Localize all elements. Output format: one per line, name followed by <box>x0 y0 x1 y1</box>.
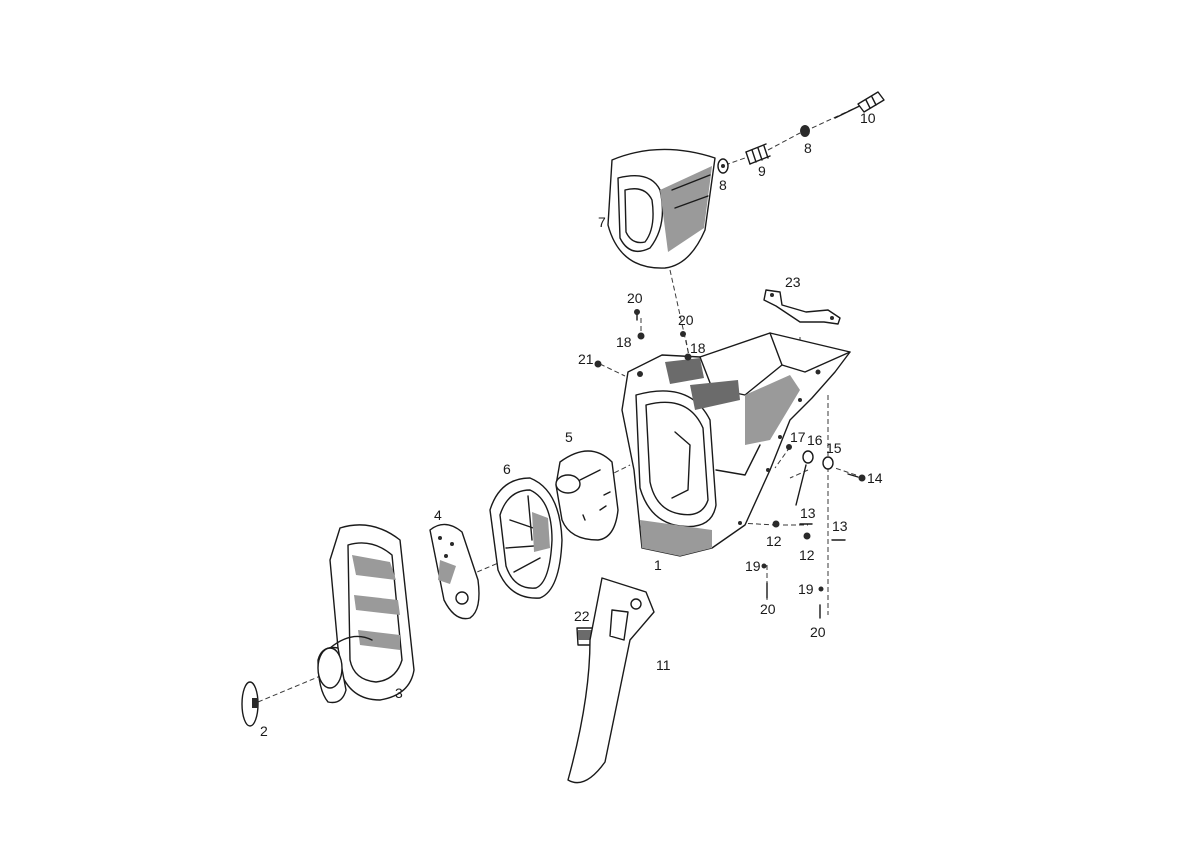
back-plate <box>429 523 480 620</box>
callout-8b: 8 <box>804 140 812 156</box>
callout-16: 16 <box>807 432 823 448</box>
callout-19b: 19 <box>798 581 814 597</box>
mounting-bracket <box>763 289 841 325</box>
callout-2: 2 <box>260 723 268 739</box>
callout-21: 21 <box>578 351 594 367</box>
callout-23: 23 <box>785 274 801 290</box>
callout-18b: 18 <box>690 340 706 356</box>
intake-hood <box>607 148 716 269</box>
impeller <box>489 477 563 599</box>
callout-12b: 12 <box>799 547 815 563</box>
callout-13b: 13 <box>832 518 848 534</box>
callout-17: 17 <box>790 429 806 445</box>
callout-20c: 20 <box>760 601 776 617</box>
blower-housing <box>621 332 851 557</box>
outlet-elbow <box>317 524 415 704</box>
side-fasteners <box>761 444 866 619</box>
discharge-chute <box>567 577 655 784</box>
callout-22: 22 <box>574 608 590 624</box>
callout-13a: 13 <box>800 505 816 521</box>
callout-3: 3 <box>395 685 403 701</box>
callout-20d: 20 <box>810 624 826 640</box>
impeller-cover <box>555 450 619 541</box>
callout-9: 9 <box>758 163 766 179</box>
spring-assembly <box>717 91 885 174</box>
callout-18a: 18 <box>616 334 632 350</box>
callout-8a: 8 <box>719 177 727 193</box>
callout-7: 7 <box>598 214 606 230</box>
callout-10: 10 <box>860 110 876 126</box>
callout-12a: 12 <box>766 533 782 549</box>
callout-11: 11 <box>656 657 671 673</box>
callout-19a: 19 <box>745 558 761 574</box>
upper-fasteners <box>594 309 692 368</box>
clamp-ring <box>241 681 259 727</box>
callout-14: 14 <box>867 470 883 486</box>
callout-6: 6 <box>503 461 511 477</box>
callout-20a: 20 <box>627 290 643 306</box>
callout-labels: 1 2 3 4 5 6 7 8 8 9 10 11 12 12 13 13 14… <box>260 110 883 739</box>
callout-4: 4 <box>434 507 442 523</box>
callout-15: 15 <box>826 440 842 456</box>
callout-1: 1 <box>654 557 662 573</box>
callout-20b: 20 <box>678 312 694 328</box>
callout-5: 5 <box>565 429 573 445</box>
